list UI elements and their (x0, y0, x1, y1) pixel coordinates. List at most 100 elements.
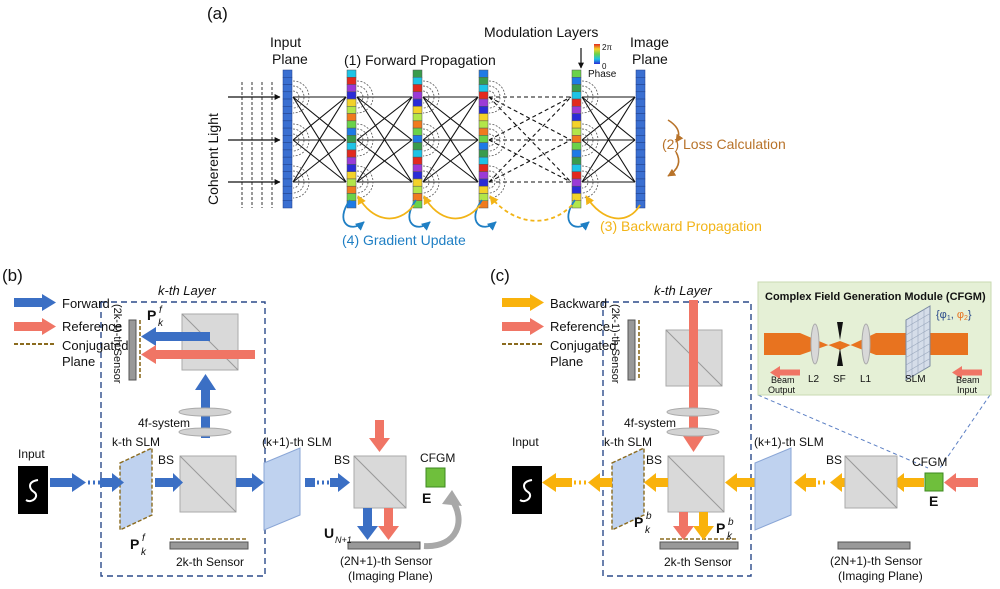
mod-layer-4-cell (571, 178, 582, 187)
imaging-sensor-label-b-2: (Imaging Plane) (348, 569, 433, 583)
wavefront-arc (488, 170, 501, 194)
wavefront-arc (356, 128, 369, 152)
legend-forward-arrow (14, 294, 56, 311)
sensor-2k-label-c: 2k-th Sensor (664, 555, 732, 569)
legend-backward-label: Backward (550, 296, 607, 311)
sensor-2k-minus-1-label-c: (2k-1)-th Sensor (609, 304, 621, 384)
image-plane-cell (635, 106, 646, 114)
mod-layer-3-cell (478, 84, 489, 93)
backward-propagation-arrows (357, 195, 641, 222)
wavefront-arc (422, 123, 440, 157)
lens-4f-upper-c (666, 407, 720, 417)
wavefront-arc (581, 128, 594, 152)
mod-layer-4-cell (571, 98, 582, 107)
mod-layer-1-cell (346, 185, 357, 194)
spatial-filter (837, 322, 843, 340)
wavefront-arc (581, 90, 589, 104)
wavefront-arc (292, 133, 300, 147)
k1-slm-c (754, 447, 792, 531)
legend-conjugated-label-1: Conjugated (62, 338, 129, 353)
mod-layer-2-cell (412, 142, 423, 151)
cfgm-box-c (924, 472, 944, 492)
feedback-arrow (423, 498, 462, 550)
mod-layer-1-cell (346, 120, 357, 129)
mod-layer-3-cell (478, 113, 489, 122)
wavefront-arc (356, 175, 364, 189)
kth-slm (119, 446, 153, 532)
input-label-c: Input (512, 435, 539, 449)
legend-backward-arrow (502, 294, 544, 311)
mod-layer-2-cell (412, 77, 423, 85)
p-label-c2-sub: k (727, 531, 733, 542)
spatial-filter-lower (837, 348, 843, 366)
wavefront-arc (292, 90, 300, 104)
mod-layer-3-cell (478, 69, 489, 78)
input-plane-cell (282, 77, 293, 85)
mod-layer-3-cell (478, 77, 489, 85)
panel-a (228, 44, 684, 231)
outer-beamsplitter-c-diagonal (844, 455, 898, 509)
input-plane-cell (282, 185, 293, 194)
sf-label: SF (833, 374, 846, 385)
image-plane-cell (635, 120, 646, 129)
wavefront-arc (422, 133, 430, 147)
panel-b (14, 294, 462, 577)
input-plane-cell (282, 193, 293, 201)
p-upper-base: P (147, 307, 156, 323)
bs-outer-label-c: BS (826, 453, 842, 467)
beam-output-arrow (770, 366, 800, 379)
sensor-2k-label: 2k-th Sensor (176, 555, 244, 569)
lens-4f-lower (178, 427, 232, 437)
mod-layer-3-cell (478, 149, 489, 158)
mod-layer-4-cell (571, 69, 582, 78)
mod-layer-3-cell (478, 120, 489, 129)
connection-line (356, 96, 413, 183)
wavefront-arc (581, 133, 589, 147)
top-reference-arrow-c (683, 300, 704, 452)
upper-reference-arrow (141, 345, 255, 364)
incoming-light-arrows (228, 94, 281, 185)
input-plane-cell (282, 106, 293, 114)
imaging-sensor-c (837, 541, 911, 550)
panel-c-tag: (c) (490, 266, 510, 285)
input-plane-cell (282, 113, 293, 122)
slm-inset (905, 305, 931, 381)
beam-output-label-1: Beam (771, 375, 795, 385)
legend-forward-label: Forward (62, 296, 110, 311)
mod-layer-1-cell (346, 77, 357, 85)
inner-beamsplitter-c-diagonal (667, 455, 725, 513)
connection-line (581, 139, 636, 183)
mod-layer-2-cell (412, 106, 423, 114)
mod-layer-3-cell (478, 178, 489, 187)
feedback-arrow-head (442, 490, 462, 506)
cfgm-box-b (425, 467, 446, 488)
k1-slm (263, 447, 301, 531)
cfgm-reference-in-c (944, 473, 978, 492)
image-plane-cell (635, 171, 646, 180)
wavefront-arc (488, 123, 506, 157)
mod-layer-1-cell (346, 91, 357, 100)
mod-layer-1-cell (346, 135, 357, 143)
kth-layer-box-c (602, 301, 752, 577)
wavefront-arc (488, 128, 501, 152)
image-plane-cell (635, 135, 646, 143)
input-plane-cell (282, 200, 293, 209)
mod-layer-2-cell (412, 171, 423, 180)
mod-layer-4-cell (571, 156, 582, 165)
k1-slm-label-c: (k+1)-th SLM (754, 435, 824, 449)
legend-reference-arrow-c (502, 318, 544, 335)
wavefront-arc (356, 85, 369, 109)
input-plane-cell (282, 98, 293, 107)
kth-slm-label: k-th SLM (112, 435, 160, 449)
wavefront-arc (581, 170, 594, 194)
loss-arrow-top (667, 119, 684, 143)
output-forward-arrow (357, 508, 378, 540)
p-label-c2-base: P (716, 520, 725, 536)
input-plane-cell (282, 84, 293, 93)
imaging-sensor-label-b-1: (2N+1)-th Sensor (340, 554, 432, 568)
kth-layer-label-c: k-th Layer (654, 283, 712, 298)
wavefront-arc (356, 133, 364, 147)
image-plane-cell (635, 142, 646, 151)
modulation-layer-3 (478, 69, 489, 209)
